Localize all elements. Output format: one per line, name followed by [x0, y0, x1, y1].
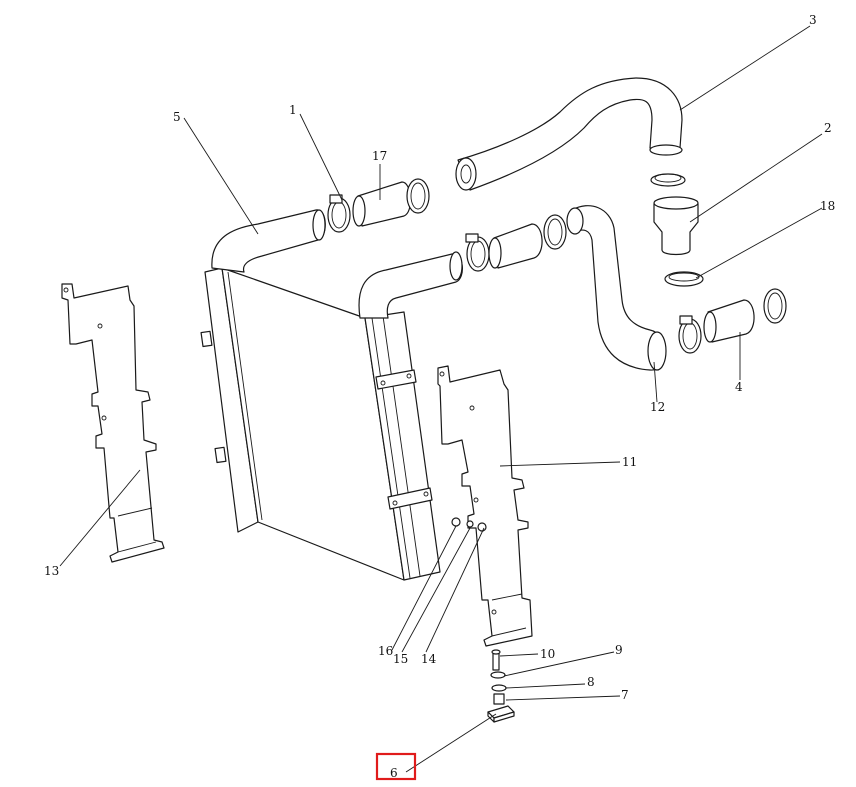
- callout-11[interactable]: 11: [622, 455, 637, 469]
- part-13-left-bracket: [61, 283, 165, 563]
- callout-15[interactable]: 15: [393, 652, 408, 666]
- part-3-charge-pipe: [455, 77, 683, 191]
- part-4-hose-assembly: [678, 288, 787, 354]
- part-12-s-pipe: [566, 205, 667, 371]
- callout-6[interactable]: 6: [390, 766, 398, 780]
- core-outlet-elbow: [358, 251, 463, 319]
- callout-13[interactable]: 13: [44, 564, 59, 578]
- mount-hardware-stack: [487, 649, 515, 723]
- leader-lines: [59, 25, 823, 773]
- callout-18[interactable]: 18: [820, 199, 835, 213]
- callout-4[interactable]: 4: [735, 380, 743, 394]
- callout-17[interactable]: 17: [372, 149, 387, 163]
- callout-8[interactable]: 8: [587, 675, 595, 689]
- callout-3[interactable]: 3: [809, 13, 817, 27]
- part-2-reducer-hose: [653, 196, 699, 256]
- callout-5[interactable]: 5: [173, 110, 181, 124]
- part-11-right-bracket: [437, 365, 533, 647]
- intercooler-core: [200, 267, 441, 581]
- callout-2[interactable]: 2: [824, 121, 832, 135]
- highlight-box-callout-6: [375, 752, 417, 781]
- middle-hose-assembly: [465, 214, 567, 272]
- callout-14[interactable]: 14: [421, 652, 437, 666]
- callout-16[interactable]: 16: [378, 644, 393, 658]
- callout-12[interactable]: 12: [650, 400, 665, 414]
- callout-7[interactable]: 7: [621, 688, 629, 702]
- part-2-upper-clamp: [650, 173, 686, 187]
- part-1-hose-clamp: [327, 194, 351, 233]
- callout-1[interactable]: 1: [289, 103, 297, 117]
- callout-labels: 1 2 3 4 5 6 7 8 9 10 11 12 13 14 15 16 1…: [44, 13, 835, 780]
- part-17-hose: [352, 178, 430, 227]
- callout-9[interactable]: 9: [615, 643, 623, 657]
- part-18-hose-clamp: [664, 271, 704, 287]
- callout-10[interactable]: 10: [540, 647, 555, 661]
- part-5-elbow-pipe: [211, 209, 326, 273]
